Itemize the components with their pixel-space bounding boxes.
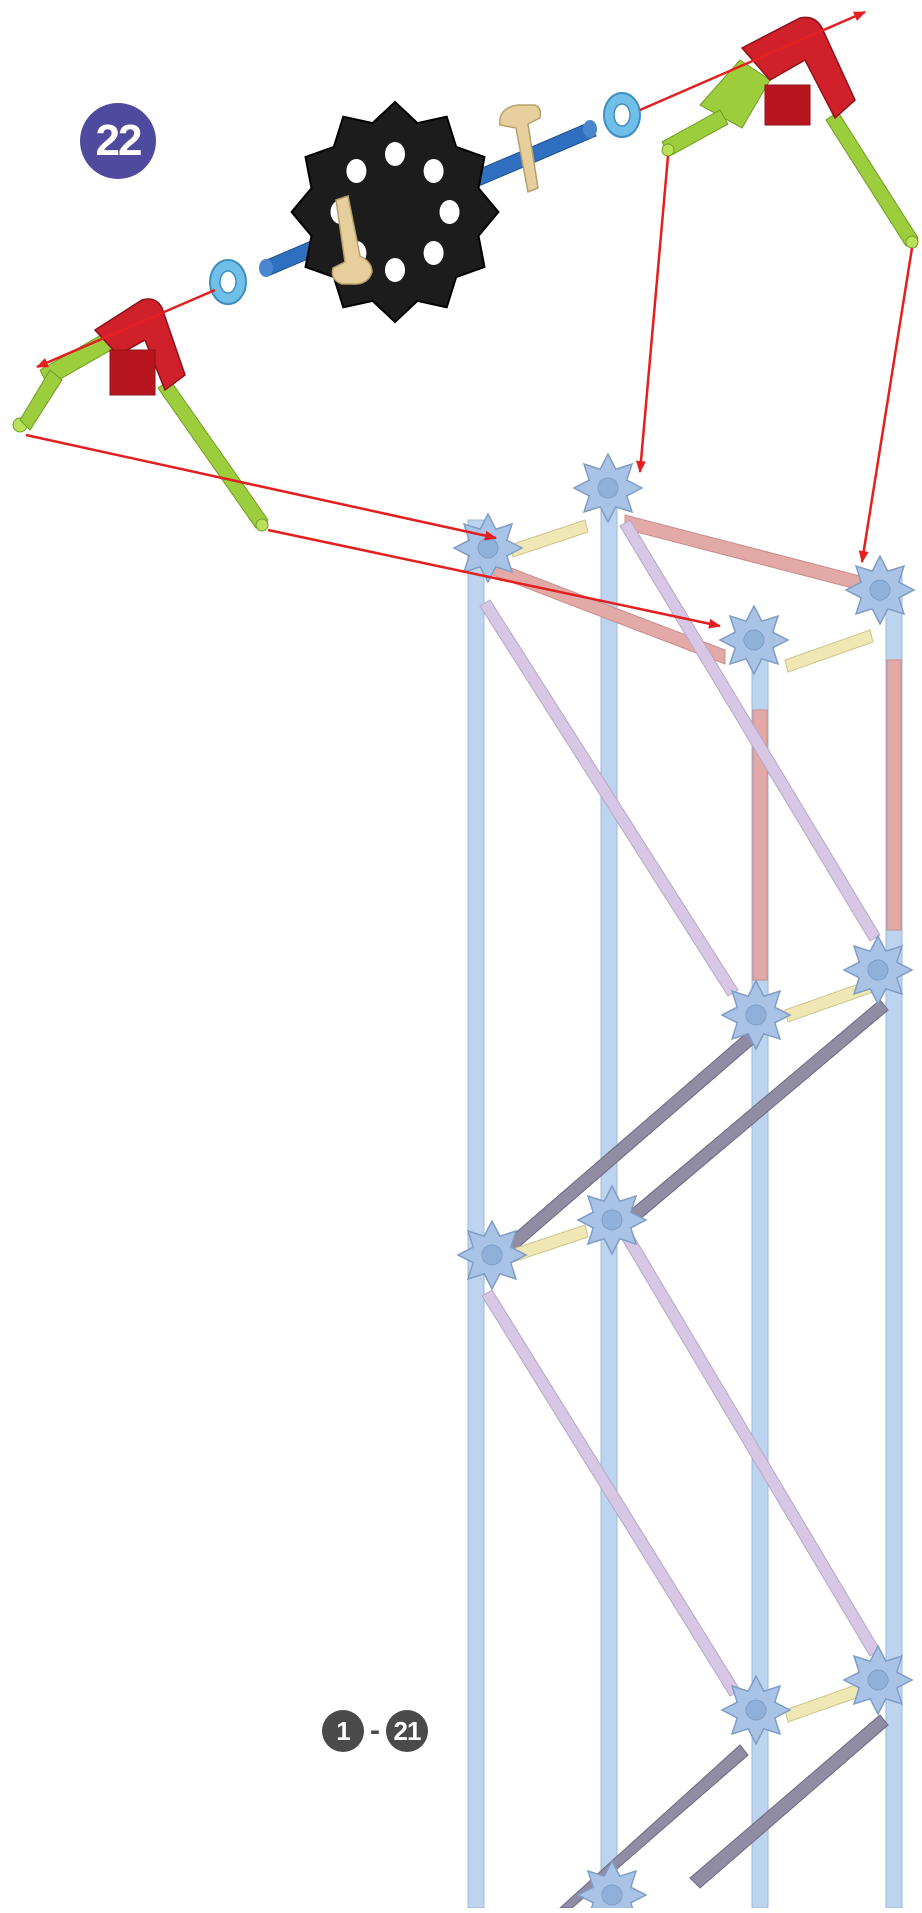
assembly-arrows bbox=[25, 10, 914, 629]
black-gear bbox=[290, 100, 500, 324]
arrow-axle-to-right bbox=[639, 10, 866, 112]
arrow-right-b-to-frame bbox=[858, 247, 914, 563]
green-rod-left-b bbox=[157, 379, 269, 529]
spacer-left bbox=[209, 259, 247, 305]
arrow-axle-to-left bbox=[36, 288, 216, 369]
connector-left-assembly bbox=[12, 298, 269, 532]
frame-connector bbox=[718, 604, 790, 676]
gear-body bbox=[290, 100, 500, 324]
frame-connector bbox=[572, 452, 644, 524]
brace-left-lower bbox=[481, 1289, 741, 1697]
spacer-right bbox=[603, 92, 641, 138]
diagonal-braces bbox=[479, 519, 881, 1697]
brace-right-lower bbox=[619, 1229, 881, 1657]
frame-connector bbox=[720, 1674, 792, 1746]
arrow-right-a-to-frame bbox=[635, 155, 670, 473]
axle-end-left bbox=[259, 259, 273, 277]
post-front-left bbox=[467, 519, 485, 1909]
gear-hole bbox=[385, 258, 405, 282]
green-rod-right-b bbox=[825, 111, 919, 247]
red-connector-left-hub bbox=[109, 349, 156, 396]
frame-connector bbox=[844, 554, 916, 626]
red-connector-left bbox=[93, 298, 186, 392]
green-rod-tip-right-b bbox=[905, 235, 919, 249]
yellow-rod-top-right bbox=[784, 629, 874, 673]
tower-frame bbox=[452, 452, 916, 1913]
frame-connector bbox=[576, 1859, 648, 1913]
red-connector-right-hub bbox=[764, 84, 811, 126]
frame-connectors bbox=[452, 452, 916, 1913]
gray-rod-low-2 bbox=[689, 1714, 889, 1889]
yellow-rod-top-left bbox=[509, 519, 589, 558]
reference-step-from: 1 bbox=[322, 1710, 364, 1752]
frame-connector bbox=[456, 1219, 528, 1291]
frame-connector bbox=[452, 512, 524, 584]
reference-separator: - bbox=[370, 1714, 380, 1747]
gear-hole bbox=[423, 241, 444, 265]
green-rod-tip-left-b bbox=[255, 518, 269, 532]
frame-connector bbox=[842, 1644, 914, 1716]
pink-rods bbox=[489, 514, 902, 981]
red-connector-right bbox=[740, 16, 856, 120]
gear-hole bbox=[346, 159, 367, 183]
gear-hole bbox=[385, 142, 405, 166]
gray-rod-low-1 bbox=[558, 1744, 749, 1909]
reference-steps: 1 - 21 bbox=[322, 1709, 428, 1753]
gear-hole bbox=[423, 159, 444, 183]
brace-left-upper bbox=[479, 599, 739, 997]
frame-connector bbox=[720, 979, 792, 1051]
gear-hole bbox=[439, 200, 460, 224]
arrow-left-b-to-frame bbox=[267, 528, 721, 629]
reference-step-to: 21 bbox=[386, 1710, 428, 1752]
connector-right-assembly bbox=[661, 16, 919, 249]
step-number-badge: 22 bbox=[80, 103, 156, 179]
brace-right-upper bbox=[619, 519, 881, 942]
pink-rod-vertical-back bbox=[886, 659, 902, 931]
arrow-left-a-to-frame bbox=[25, 433, 497, 541]
tan-bushing-right bbox=[499, 104, 542, 194]
pink-rod-vertical-front bbox=[752, 709, 768, 981]
frame-connector bbox=[842, 934, 914, 1006]
green-rod-tip-right-a bbox=[661, 143, 675, 157]
axle-assembly bbox=[12, 16, 919, 532]
tan-bushing-left bbox=[331, 195, 373, 285]
gray-rods bbox=[489, 999, 889, 1909]
axle-end-right bbox=[583, 120, 597, 138]
yellow-rods bbox=[509, 519, 874, 1723]
green-rod-left-a-end bbox=[19, 369, 63, 431]
frame-connector bbox=[576, 1184, 648, 1256]
